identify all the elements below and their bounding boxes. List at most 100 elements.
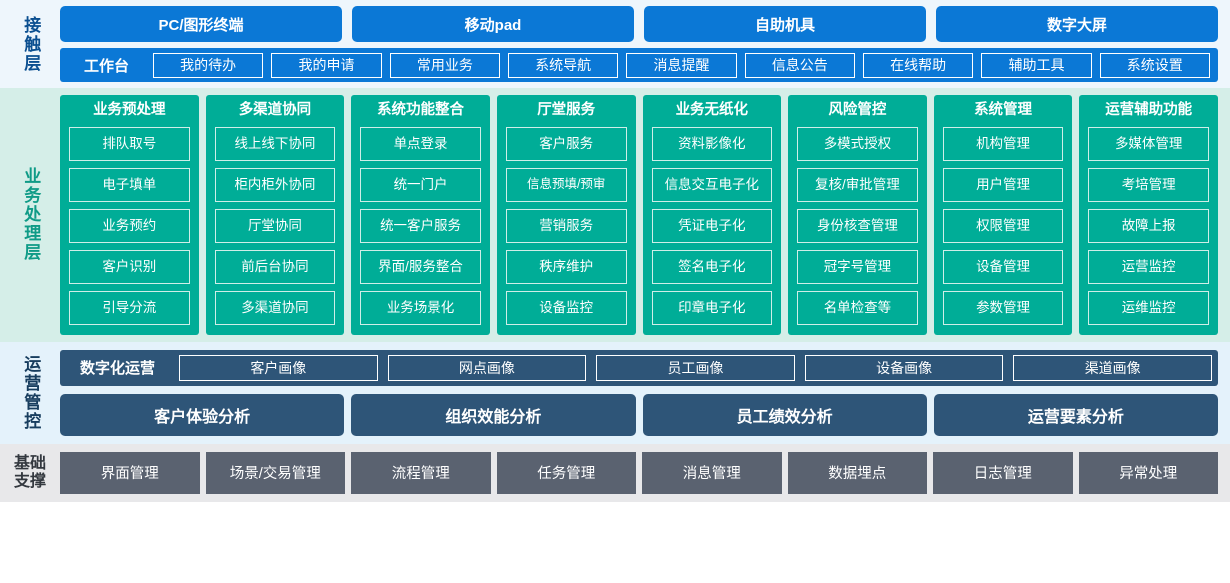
analysis-org-efficiency[interactable]: 组织效能分析	[351, 393, 636, 436]
nav-item-system-navigation[interactable]: 系统导航	[508, 52, 619, 78]
contact-layer-label: 接触层	[21, 15, 41, 73]
business-column-ops-support: 运营辅助功能 多媒体管理 考培管理 故障上报 运营监控 运维监控	[1079, 95, 1218, 335]
business-column-preprocessing: 业务预处理 排队取号 电子填单 业务预约 客户识别 引导分流	[60, 95, 199, 335]
business-item[interactable]: 故障上报	[1088, 208, 1209, 243]
column-title: 业务无纸化	[675, 102, 749, 118]
business-item[interactable]: 线上线下协同	[214, 126, 336, 161]
contact-layer-body: PC/图形终端 移动pad 自助机具 数字大屏 工作台 我的待办 我的申请 常用…	[60, 6, 1230, 82]
business-item[interactable]: 用户管理	[942, 167, 1064, 202]
channel-button-mobile-pad[interactable]: 移动pad	[352, 6, 634, 42]
analysis-employee-performance[interactable]: 员工绩效分析	[642, 393, 927, 436]
portrait-customer[interactable]: 客户画像	[179, 354, 378, 381]
business-item[interactable]: 名单检查等	[797, 290, 918, 325]
base-layer-body: 界面管理 场景/交易管理 流程管理 任务管理 消息管理 数据埋点 日志管理 异常…	[60, 451, 1230, 494]
business-item[interactable]: 多渠道协同	[214, 290, 336, 325]
business-item[interactable]: 前后台协同	[214, 249, 336, 284]
business-item[interactable]: 统一客户服务	[360, 208, 481, 243]
analysis-ops-elements[interactable]: 运营要素分析	[933, 393, 1218, 436]
business-layer-label: 业务处理层	[21, 167, 41, 263]
business-item[interactable]: 设备监控	[505, 290, 627, 325]
column-title: 风险管控	[828, 102, 887, 118]
business-item[interactable]: 界面/服务整合	[360, 249, 481, 284]
business-item[interactable]: 业务场景化	[360, 290, 481, 325]
column-title: 系统功能整合	[377, 102, 465, 118]
column-title: 业务预处理	[93, 102, 166, 118]
business-item[interactable]: 排队取号	[69, 126, 190, 161]
channel-button-self-service[interactable]: 自助机具	[644, 6, 926, 42]
base-item-process-management[interactable]: 流程管理	[351, 451, 491, 494]
nav-item-my-todo[interactable]: 我的待办	[153, 52, 264, 78]
business-item[interactable]: 业务预约	[69, 208, 190, 243]
business-column-system-integration: 系统功能整合 单点登录 统一门户 统一客户服务 界面/服务整合 业务场景化	[351, 95, 490, 335]
business-item[interactable]: 运营监控	[1088, 249, 1209, 284]
business-item[interactable]: 柜内柜外协同	[214, 167, 336, 202]
business-item[interactable]: 客户识别	[69, 249, 190, 284]
business-columns-row: 业务预处理 排队取号 电子填单 业务预约 客户识别 引导分流 多渠道协同 线上线…	[60, 95, 1230, 335]
column-title: 多渠道协同	[238, 102, 312, 118]
channel-button-pc[interactable]: PC/图形终端	[60, 6, 342, 42]
business-item[interactable]: 电子填单	[69, 167, 190, 202]
base-item-scenario-transaction[interactable]: 场景/交易管理	[205, 451, 345, 494]
business-item[interactable]: 资料影像化	[651, 126, 773, 161]
nav-item-announcement[interactable]: 信息公告	[744, 52, 855, 78]
nav-item-aux-tools[interactable]: 辅助工具	[981, 52, 1092, 78]
ops-layer-label: 运营管控	[21, 354, 41, 431]
portrait-channel[interactable]: 渠道画像	[1013, 354, 1212, 381]
ops-layer-body: 数字化运营 客户画像 网点画像 员工画像 设备画像 渠道画像 客户体验分析 组织…	[60, 349, 1230, 436]
business-item[interactable]: 签名电子化	[651, 249, 773, 284]
column-title: 运营辅助功能	[1105, 102, 1193, 118]
nav-item-my-application[interactable]: 我的申请	[271, 52, 382, 78]
channel-row: PC/图形终端 移动pad 自助机具 数字大屏	[60, 6, 1218, 42]
contact-layer-band: 接触层 PC/图形终端 移动pad 自助机具 数字大屏 工作台 我的待办 我的申…	[0, 0, 1230, 88]
workbench-title: 工作台	[84, 57, 130, 75]
business-item[interactable]: 秩序维护	[505, 249, 627, 284]
business-item[interactable]: 权限管理	[942, 208, 1064, 243]
base-item-data-tracking[interactable]: 数据埋点	[787, 451, 927, 494]
base-items-row: 界面管理 场景/交易管理 流程管理 任务管理 消息管理 数据埋点 日志管理 异常…	[60, 451, 1230, 494]
digital-ops-title: 数字化运营	[80, 360, 156, 378]
business-item[interactable]: 厅堂协同	[214, 208, 336, 243]
base-item-log-management[interactable]: 日志管理	[933, 451, 1073, 494]
digital-ops-row: 数字化运营 客户画像 网点画像 员工画像 设备画像 渠道画像	[60, 349, 1218, 386]
base-item-exception-handling[interactable]: 异常处理	[1078, 451, 1218, 494]
base-layer-label: 基础 支撑	[13, 454, 46, 490]
business-item[interactable]: 复核/审批管理	[797, 167, 918, 202]
analysis-customer-experience[interactable]: 客户体验分析	[60, 393, 345, 436]
portrait-device[interactable]: 设备画像	[804, 354, 1004, 381]
base-item-ui-management[interactable]: 界面管理	[60, 451, 200, 494]
business-item[interactable]: 参数管理	[942, 290, 1064, 325]
business-item[interactable]: 多媒体管理	[1088, 126, 1209, 161]
business-item[interactable]: 单点登录	[360, 126, 481, 161]
analysis-row: 客户体验分析 组织效能分析 员工绩效分析 运营要素分析	[60, 393, 1218, 436]
business-item[interactable]: 统一门户	[360, 167, 481, 202]
channel-button-digital-screen[interactable]: 数字大屏	[936, 6, 1218, 42]
business-layer-band: 业务处理层 业务预处理 排队取号 电子填单 业务预约 客户识别 引导分流 多渠道…	[0, 88, 1230, 342]
base-item-task-management[interactable]: 任务管理	[496, 451, 636, 494]
ops-layer-band: 运营管控 数字化运营 客户画像 网点画像 员工画像 设备画像 渠道画像 客户体验…	[0, 341, 1230, 444]
business-layer-body: 业务预处理 排队取号 电子填单 业务预约 客户识别 引导分流 多渠道协同 线上线…	[60, 95, 1230, 335]
portrait-employee[interactable]: 员工画像	[596, 354, 795, 381]
business-column-multichannel: 多渠道协同 线上线下协同 柜内柜外协同 厅堂协同 前后台协同 多渠道协同	[205, 95, 345, 335]
business-item[interactable]: 信息预填/预审	[505, 167, 627, 202]
portrait-branch[interactable]: 网点画像	[387, 354, 587, 381]
business-item[interactable]: 营销服务	[505, 208, 627, 243]
nav-item-online-help[interactable]: 在线帮助	[862, 52, 974, 78]
business-item[interactable]: 印章电子化	[651, 290, 773, 325]
business-item[interactable]: 凭证电子化	[651, 208, 773, 243]
business-item[interactable]: 运维监控	[1088, 290, 1209, 325]
nav-item-message-alert[interactable]: 消息提醒	[626, 52, 737, 78]
business-item[interactable]: 冠字号管理	[797, 249, 918, 284]
business-item[interactable]: 信息交互电子化	[651, 167, 773, 202]
nav-item-common-business[interactable]: 常用业务	[389, 52, 500, 78]
business-item[interactable]: 身份核查管理	[797, 208, 918, 243]
business-item[interactable]: 机构管理	[942, 126, 1064, 161]
business-item[interactable]: 多模式授权	[797, 126, 918, 161]
base-item-message-management[interactable]: 消息管理	[642, 451, 782, 494]
business-item[interactable]: 引导分流	[69, 290, 190, 325]
workbench-nav-row: 工作台 我的待办 我的申请 常用业务 系统导航 消息提醒 信息公告 在线帮助 辅…	[60, 48, 1218, 82]
business-item[interactable]: 客户服务	[505, 126, 627, 161]
nav-item-system-settings[interactable]: 系统设置	[1099, 52, 1210, 78]
business-item[interactable]: 设备管理	[942, 249, 1064, 284]
column-title: 厅堂服务	[537, 102, 596, 118]
business-item[interactable]: 考培管理	[1088, 167, 1209, 202]
